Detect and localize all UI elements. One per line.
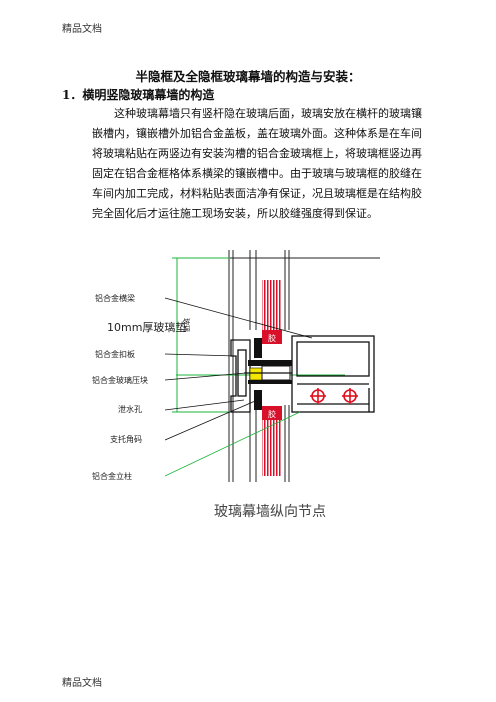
dimension-label: 玻璃 <box>182 318 191 332</box>
paragraph-line: 将玻璃粘贴在两竖边有安装沟槽的铝合金玻璃框上，将玻璃框竖边再 <box>92 147 422 160</box>
section-heading: 1．横明竖隐玻璃幕墙的构造 <box>62 88 215 102</box>
dimension-line <box>172 257 345 413</box>
page-header: 精品文档 <box>62 24 102 35</box>
label-support-corner: 支托角码 <box>110 434 142 444</box>
paragraph-line: 嵌槽内，镶嵌槽外加铝合金盖板，盖在玻璃外面。这种体系是在车间 <box>92 127 422 140</box>
sealant-lower <box>262 406 282 420</box>
sealant-lower-label: 胶 <box>268 409 276 419</box>
crossbeam-profile <box>291 335 375 413</box>
label-drain-hole: 泄水孔 <box>118 404 142 414</box>
paragraph-line: 固定在铝合金框格体系横梁的镶嵌槽中。由于玻璃与玻璃框的胶缝在 <box>92 167 422 180</box>
label-spacer: 10mm厚玻璃垫 <box>107 320 186 334</box>
label-glass-clamp: 铝合金玻璃压块 <box>92 375 148 385</box>
paragraph-line: 这种玻璃幕墙只有竖杆隐在玻璃后面，玻璃安放在横杆的玻璃镶 <box>114 107 422 120</box>
paragraph-line: 完全固化后才运往施工现场安装，所以胶缝强度得到保证。 <box>92 207 378 220</box>
yellow-insert <box>249 367 263 381</box>
cross-mark-icon <box>310 388 358 404</box>
sealant-hatch-upper <box>262 280 282 330</box>
sealant-upper <box>262 330 282 344</box>
document-title: 半隐框及全隐框玻璃幕墙的构造与安装： <box>135 69 361 84</box>
sealant-hatch <box>262 420 282 476</box>
leader-lines <box>164 297 313 441</box>
label-mullion: 铝合金立柱 <box>92 471 132 481</box>
label-crossbeam: 铝合金横梁 <box>95 293 135 303</box>
body-paragraph: 这种玻璃幕墙只有竖杆隐在玻璃后面，玻璃安放在横杆的玻璃镶 嵌槽内，镶嵌槽外加铝合… <box>92 104 422 224</box>
mullion-lines <box>200 250 380 482</box>
label-cover-plate: 铝合金扣板 <box>95 349 135 359</box>
diagram-caption: 玻璃幕墙纵向节点 <box>214 503 326 520</box>
page-footer: 精品文档 <box>62 678 102 689</box>
paragraph-line: 车间内加工完成，材料粘贴表面洁净有保证，况且玻璃框是在结构胶 <box>92 187 422 200</box>
sealant-upper-label: 胶 <box>268 333 276 343</box>
mullion-leader <box>164 411 301 477</box>
